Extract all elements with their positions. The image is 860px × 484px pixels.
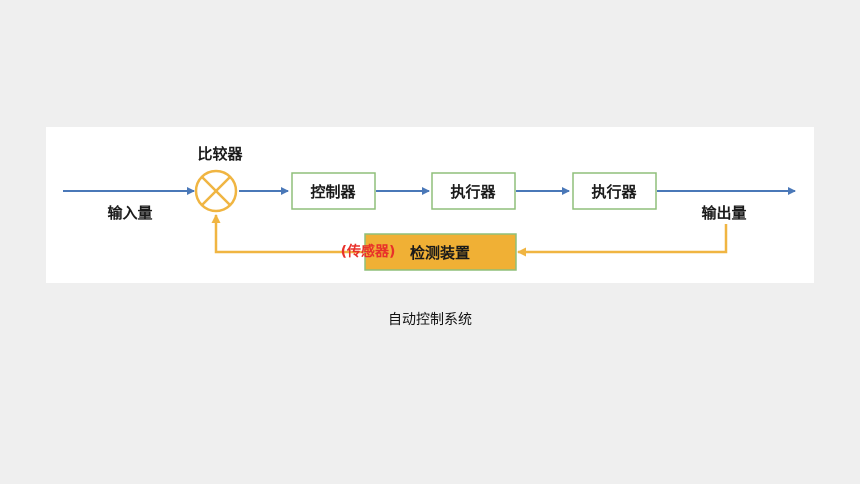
detection-device-label: 检测装置 [410, 244, 470, 262]
detection-device-block [364, 233, 517, 271]
output-to-sensor-feedback-line [517, 224, 728, 257]
controller-block [291, 172, 376, 210]
sensor-to-comparator-feedback-line [211, 214, 365, 254]
controller-block-label: 控制器 [310, 183, 356, 201]
sensor-note: (传感器) [341, 243, 396, 260]
comparator-symbol [194, 169, 238, 213]
output-label: 输出量 [701, 204, 746, 222]
diagram-caption: 自动控制系统 [388, 312, 472, 328]
actuator-block-1-label: 执行器 [450, 183, 496, 201]
actuator-block-2 [572, 172, 657, 210]
comparator-label: 比较器 [197, 145, 243, 163]
input-label: 输入量 [107, 204, 152, 222]
actuator-block-1 [431, 172, 516, 210]
actuator-block-2-label: 执行器 [591, 183, 637, 201]
